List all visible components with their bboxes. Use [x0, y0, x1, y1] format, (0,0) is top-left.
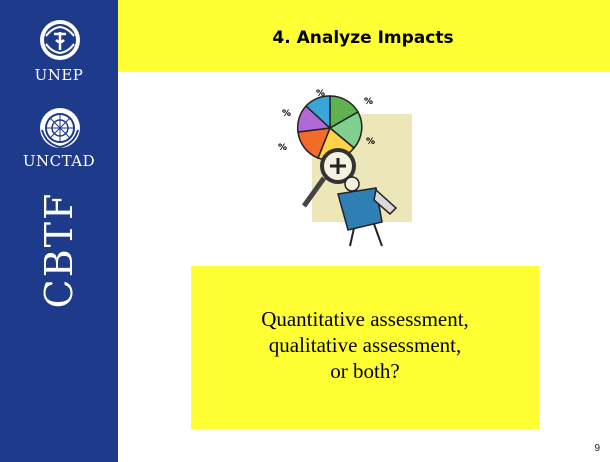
unep-label: UNEP	[34, 66, 84, 84]
callout-text: Quantitative assessment, qualitative ass…	[191, 306, 539, 384]
percent-mark: %	[366, 137, 375, 147]
sidebar: UNEP UNCTAD CBTF	[0, 0, 118, 462]
percent-mark: %	[278, 143, 287, 153]
slide-title: 4. Analyze Impacts	[272, 28, 454, 48]
percent-mark: %	[282, 109, 291, 119]
person-icon	[337, 176, 398, 247]
callout-box	[191, 266, 539, 429]
callout-line: Quantitative assessment,	[261, 307, 469, 331]
unctad-label: UNCTAD	[22, 152, 96, 170]
un-emblem-icon	[40, 108, 80, 149]
title-bar	[118, 0, 610, 72]
callout-line: or both?	[330, 359, 400, 383]
percent-mark: %	[316, 89, 325, 99]
callout-line: qualitative assessment,	[268, 333, 462, 357]
cbtf-vertical-text: CBTF	[37, 191, 81, 309]
slide-number: 9	[594, 443, 600, 454]
magnifier-pie-chart-person-icon: % % % % %	[278, 89, 412, 247]
unep-logo-icon	[40, 20, 80, 60]
magnifier-handle	[301, 176, 327, 208]
percent-mark: %	[364, 97, 373, 107]
